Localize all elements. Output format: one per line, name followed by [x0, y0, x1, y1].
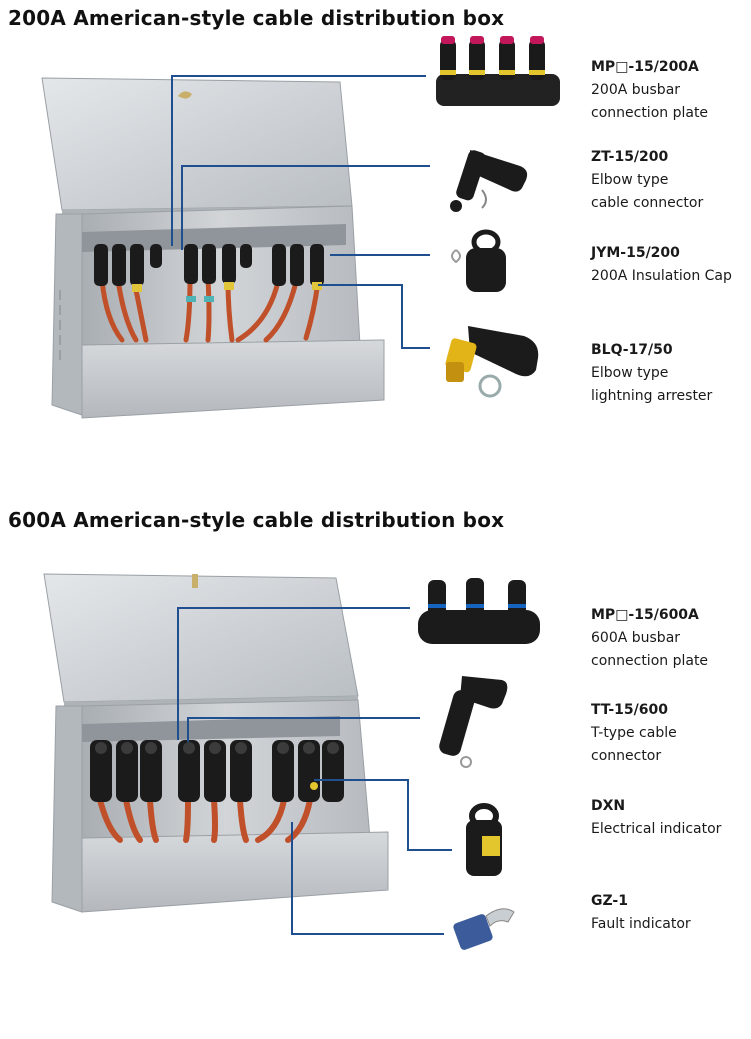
- t-connector-picture: [439, 676, 508, 768]
- product-label-busbar-600a: MP□-15/600A 600A busbar connection plate: [591, 604, 708, 673]
- product-desc-line: 200A busbar: [591, 82, 681, 98]
- section-title-600a: 600A American-style cable distribution b…: [8, 508, 505, 532]
- product-label-electrical-indicator: DXN Electrical indicator: [591, 795, 721, 841]
- product-code: JYM-15/200: [591, 245, 680, 261]
- product-code: BLQ-17/50: [591, 342, 673, 358]
- product-desc-line: cable connector: [591, 195, 704, 211]
- product-desc-line: Electrical indicator: [591, 821, 722, 837]
- product-code: MP□-15/200A: [591, 59, 699, 75]
- product-desc-line: 200A Insulation Cap: [591, 268, 732, 284]
- product-desc-line: connector: [591, 748, 662, 764]
- product-code: ZT-15/200: [591, 149, 669, 165]
- product-desc-line: Elbow type: [591, 365, 669, 381]
- product-desc-line: connection plate: [591, 105, 709, 121]
- product-code: TT-15/600: [591, 702, 668, 718]
- product-desc-line: Fault indicator: [591, 916, 691, 932]
- product-label-busbar-200a: MP□-15/200A 200A busbar connection plate: [591, 56, 708, 125]
- leader-lines-200a: [171, 75, 430, 349]
- product-desc-line: Elbow type: [591, 172, 669, 188]
- product-label-insulation-cap: JYM-15/200 200A Insulation Cap: [591, 242, 732, 288]
- electrical-indicator-picture: [466, 803, 502, 876]
- product-label-elbow-connector: ZT-15/200 Elbow type cable connector: [591, 146, 703, 215]
- product-code: DXN: [591, 798, 626, 814]
- product-code: GZ-1: [591, 893, 628, 909]
- product-desc-line: 600A busbar: [591, 630, 681, 646]
- leader-lines-600a: [177, 607, 452, 935]
- lightning-arrester-picture: [445, 326, 539, 398]
- fault-indicator-picture: [453, 908, 515, 950]
- product-label-lightning-arrester: BLQ-17/50 Elbow type lightning arrester: [591, 339, 712, 408]
- product-desc-line: connection plate: [591, 653, 709, 669]
- busbar-plate-200a-picture: [436, 36, 560, 106]
- busbar-plate-600a-picture: [418, 578, 540, 644]
- section-title-200a: 200A American-style cable distribution b…: [8, 6, 505, 30]
- product-label-fault-indicator: GZ-1 Fault indicator: [591, 890, 691, 936]
- product-desc-line: T-type cable: [591, 725, 677, 741]
- product-desc-line: lightning arrester: [591, 388, 713, 404]
- elbow-connector-200a-picture: [450, 150, 528, 212]
- product-code: MP□-15/600A: [591, 607, 699, 623]
- insulation-cap-picture: [451, 229, 506, 292]
- cabinet-600a: [43, 573, 389, 913]
- cabinet-200a: [41, 77, 385, 419]
- product-label-t-connector: TT-15/600 T-type cable connector: [591, 699, 677, 768]
